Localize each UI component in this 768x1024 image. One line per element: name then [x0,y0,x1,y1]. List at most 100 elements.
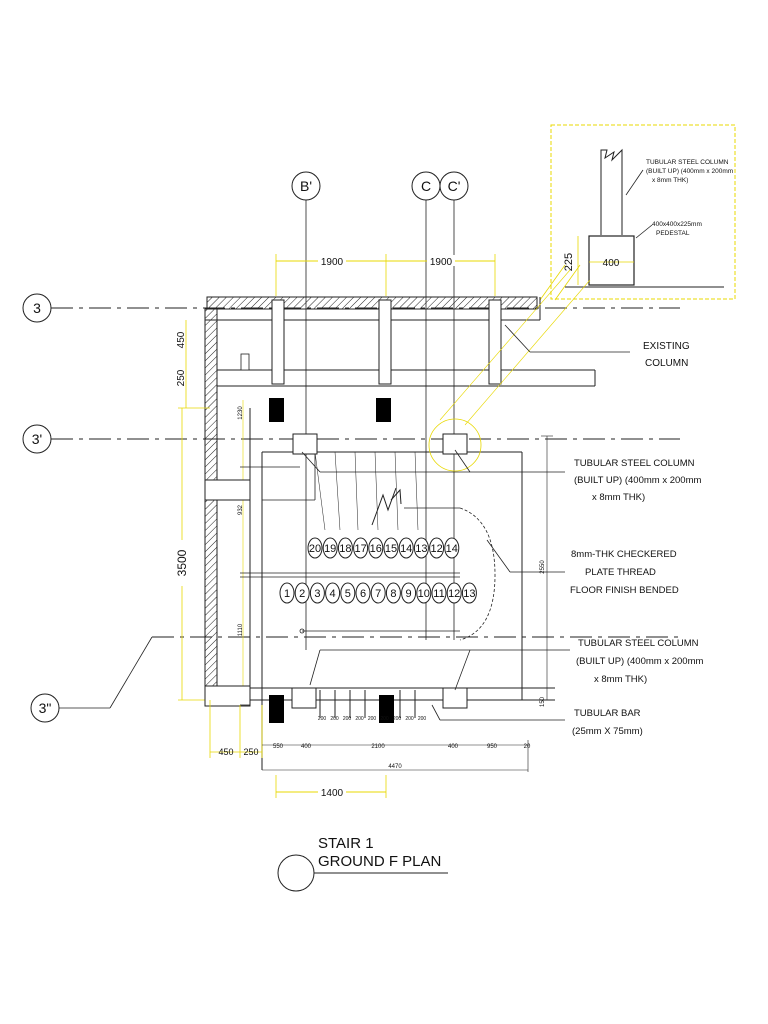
bar-spacing-dim-3: 200 [343,716,352,722]
step-upper-number-7: 14 [400,543,412,555]
detail-column-shaft [600,148,623,235]
checkered-plate-label-1: 8mm-THK CHECKERED [571,549,677,560]
dim-left-450: 450 [176,331,187,348]
step-upper-circle-3 [337,537,353,559]
column-fill-4 [379,695,394,723]
grid-columns: B' C C' [291,171,469,650]
step-upper-number-8: 13 [415,543,427,555]
detail-column-label-2: (BUILT UP) (400mm x 200mm [646,168,733,175]
tubular-column-lower-label-1: TUBULAR STEEL COLUMN [578,638,699,649]
dim-bottom-400a: 400 [301,744,312,750]
step-upper-circle-5 [368,537,384,559]
dim-1900-a: 1900 [321,257,344,268]
step-upper-number-2: 19 [324,543,336,555]
step-lower-circle-8 [385,582,401,604]
grid-bubble-b-prime: B' [300,178,312,194]
dim-bottom-450: 450 [218,747,233,757]
dim-bottom-400b: 400 [448,744,459,750]
dim-left-1230: 1230 [238,406,244,420]
existing-column-label-1: EXISTING [643,341,690,352]
title-line-1: STAIR 1 [318,835,374,852]
existing-column-3 [488,299,502,385]
bottom-dimensions: 450 250 550 400 2100 400 950 20 4470 140… [209,700,531,799]
detail-dim-225: 225 [563,253,575,271]
step-upper-circle-8 [413,537,429,559]
dim-left-1110: 1110 [238,623,244,636]
step-upper-circle-7 [398,537,414,559]
existing-column-2 [378,299,392,385]
bar-spacing-dim-8: 200 [405,716,414,722]
checkered-plate-label-3: FLOOR FINISH BENDED [570,585,679,596]
step-lower-number-3: 3 [314,588,320,600]
column-fill-3 [269,695,284,723]
column-fill-2 [376,398,391,422]
step-upper-number-6: 15 [385,543,397,555]
bar-spacing-dim-4: 200 [355,716,364,722]
tubular-column-upper-label-1: TUBULAR STEEL COLUMN [574,458,695,469]
bar-spacing-dim-6: 200 [380,716,389,722]
grid-bubble-3-prime: 3' [32,431,42,447]
step-lower-number-10: 10 [418,588,430,600]
tubular-column-top-right [442,433,468,455]
bar-spacing-dim-5: 200 [368,716,377,722]
step-lower-number-7: 7 [375,588,381,600]
grid-bubble-c-prime: C' [448,178,461,194]
dim-right-150: 150 [540,696,546,707]
top-beam [204,296,596,702]
step-lower-number-11: 11 [433,588,444,600]
grid-rows: 3 3' 3" [22,293,680,723]
dim-bottom-2100: 2100 [371,744,385,750]
step-lower-number-1: 1 [284,588,290,600]
existing-column-1 [271,299,285,385]
dim-right-2550: 2550 [540,560,546,574]
step-lower-number-6: 6 [360,588,366,600]
step-lower-number-2: 2 [299,588,305,600]
dim-bottom-250: 250 [243,747,258,757]
step-upper-circle-6 [383,537,399,559]
stair-plan: 2550 150 [204,269,591,770]
step-lower-circle-1 [279,582,295,604]
step-lower-circle-6 [355,582,371,604]
step-upper-number-3: 18 [339,543,351,555]
grid-bubble-c: C [421,178,431,194]
grid-bubble-3-double-prime: 3" [39,700,52,716]
title-line-2: GROUND F PLAN [318,853,441,870]
detail-dim-400: 400 [603,258,620,269]
step-upper-number-9: 12 [430,543,442,555]
tubular-column-upper-label-2: (BUILT UP) (400mm x 200mm [574,475,701,486]
step-lower-circle-4 [325,582,341,604]
tubular-column-lower-label-3: x 8mm THK) [594,674,647,685]
bar-spacing-dim-9: 200 [418,716,427,722]
grid-bubble-3: 3 [33,300,41,316]
detail-column-label-1: TUBULAR STEEL COLUMN [646,159,729,166]
detail-border [550,124,736,300]
step-upper-circle-1 [307,537,323,559]
tubular-column-top-left [292,433,318,455]
dim-left-3500: 3500 [175,549,189,576]
step-lower-circle-9 [401,582,417,604]
tubular-column-bottom-left [291,687,317,709]
tubular-bar-label-1: TUBULAR BAR [574,708,641,719]
dim-bottom-950: 950 [487,744,498,750]
tubular-column-bottom-right [442,687,468,709]
drawing-title-block: STAIR 1 GROUND F PLAN [277,835,448,892]
step-upper-circle-2 [322,537,338,559]
dim-left-250: 250 [176,369,187,386]
step-upper-number-4: 17 [354,543,366,555]
title-bubble [277,854,315,892]
step-lower-circle-11 [431,582,447,604]
column-pedestal-detail: 225 400 TUBULAR STEEL COLUMN (BUILT UP) … [550,124,736,300]
bar-spacing-dim-7: 200 [393,716,402,722]
checkered-plate-label-2: PLATE THREAD [585,567,656,578]
step-lower-number-13: 13 [463,588,475,600]
dim-bottom-550: 550 [273,744,284,750]
detail-column-label-3: x 8mm THK) [652,177,688,184]
step-lower-circle-7 [370,582,386,604]
bar-spacing-dim-1: 200 [318,716,327,722]
step-upper-number-5: 16 [370,543,382,555]
bar-spacing-dim-2: 200 [330,716,339,722]
step-lower-circle-3 [309,582,325,604]
step-upper-circle-10 [444,537,460,559]
